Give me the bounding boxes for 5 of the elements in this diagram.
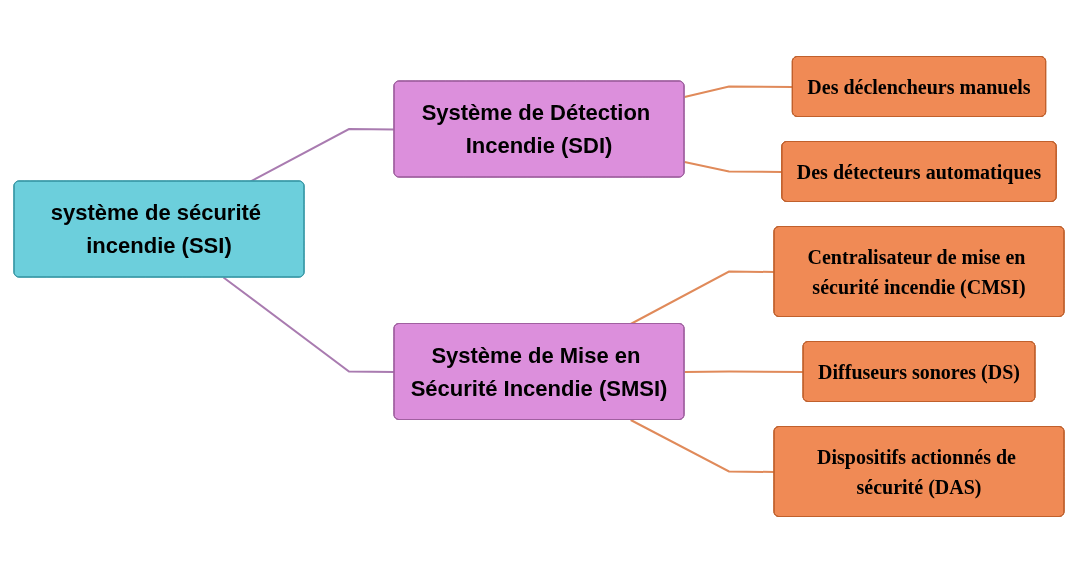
connector	[683, 370, 805, 373]
connector	[222, 276, 396, 373]
connector	[683, 85, 794, 98]
connector	[629, 270, 776, 325]
connector	[629, 418, 776, 473]
